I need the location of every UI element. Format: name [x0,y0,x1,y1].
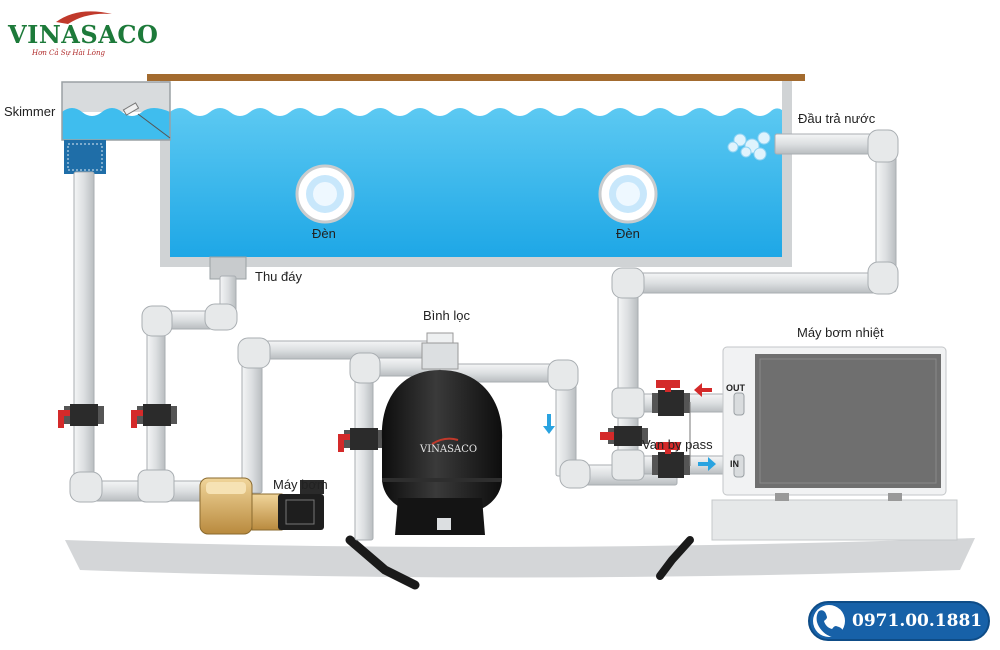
pool-water [170,108,782,257]
pool-light-right [598,164,658,224]
label-skimmer: Skimmer [4,104,56,119]
valve-heatpump-out [652,380,690,416]
pool-light-left [295,164,355,224]
drain-line [345,535,420,590]
pump [199,477,324,535]
ground [65,538,975,578]
phone-number: 0971.00.1881 [852,611,983,631]
label-light-left: Đèn [312,226,336,241]
phone-icon-svg [816,610,843,638]
valve-bypass [600,426,648,446]
arrow-out [694,383,712,397]
phone-icon-glyph [816,610,843,638]
label-bypass-valve: Van by pass [642,437,713,452]
filter-logo: VINASACO [420,444,478,455]
valve-drain [131,404,177,428]
valve-heatpump-in [652,442,690,478]
pool-wall [160,81,792,267]
label-filter: Bình lọc [423,308,470,323]
phone-badge[interactable]: 0971.00.1881 [808,601,990,641]
label-heat-pump: Máy bơm nhiệt [797,325,884,340]
heat-pump [689,346,958,541]
label-out: OUT [726,383,745,393]
brand-name: VINASACO [8,20,159,49]
phone-icon [813,605,845,638]
pool-deck [147,74,805,81]
arrow-down [543,414,555,434]
label-return-outlet: Đầu trả nước [798,111,876,126]
label-main-drain: Thu đáy [255,269,302,284]
label-pump: Máy bơm [273,477,328,492]
arrow-in [698,457,716,471]
label-in: IN [730,459,739,469]
skimmer [61,81,171,174]
valve-skimmer [58,404,104,428]
filter-tank [381,332,503,535]
valve-filter [338,428,384,452]
brand-logo: VINASACO Hơn Cả Sự Hài Lòng [8,14,158,60]
brand-slogan: Hơn Cả Sự Hài Lòng [32,49,105,57]
logo-swoosh [56,11,112,24]
return-bubbles [727,131,771,161]
pipe-elbows [69,129,899,503]
label-light-right: Đèn [616,226,640,241]
